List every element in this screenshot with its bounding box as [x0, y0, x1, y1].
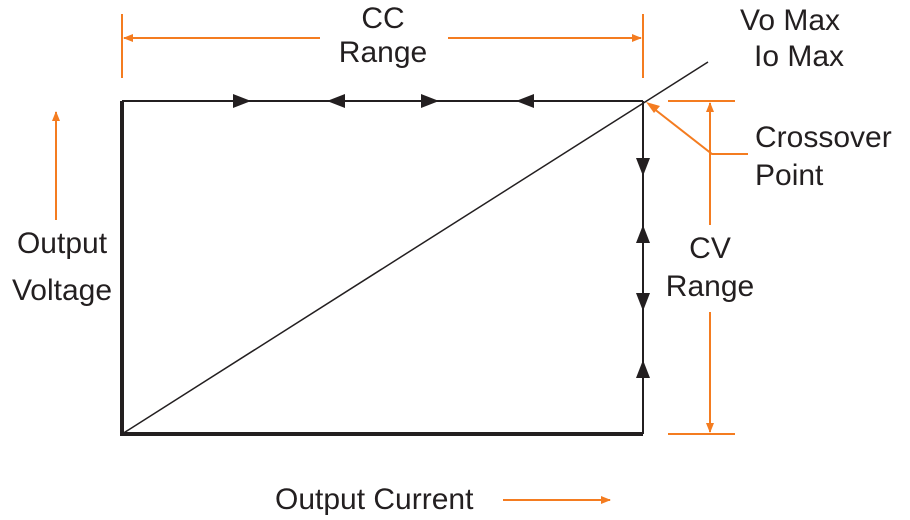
io-max-label: Io Max — [754, 40, 844, 73]
vo-max-label: Vo Max — [740, 4, 840, 37]
crossover-pointer-head — [646, 102, 660, 113]
cc-range-label-line2: Range — [339, 36, 427, 69]
cc-arrow-left-2 — [516, 94, 534, 108]
cv-arrow-down-1 — [636, 158, 650, 176]
y-axis-label-line2: Voltage — [12, 274, 112, 307]
cc-range-label-line1: CC — [361, 2, 404, 35]
cv-range-label-line1: CV — [689, 232, 731, 265]
cc-arrow-right-2 — [421, 94, 439, 108]
y-axis-label-line1: Output — [17, 227, 108, 260]
crossover-label-line2: Point — [755, 159, 824, 192]
cv-range-label-line2: Range — [666, 270, 754, 303]
cv-arrow-down-2 — [636, 293, 650, 311]
x-axis-label: Output Current — [275, 483, 474, 516]
cc-range-dimension — [121, 14, 644, 78]
cc-arrow-left-1 — [327, 94, 345, 108]
load-line — [121, 61, 709, 435]
crossover-pointer — [652, 107, 748, 155]
cv-range-dimension — [668, 100, 735, 435]
cv-arrow-up-1 — [636, 225, 650, 243]
crossover-label-line1: Crossover — [755, 121, 892, 154]
cv-arrow-up-2 — [636, 360, 650, 378]
cc-arrow-right-1 — [233, 94, 251, 108]
